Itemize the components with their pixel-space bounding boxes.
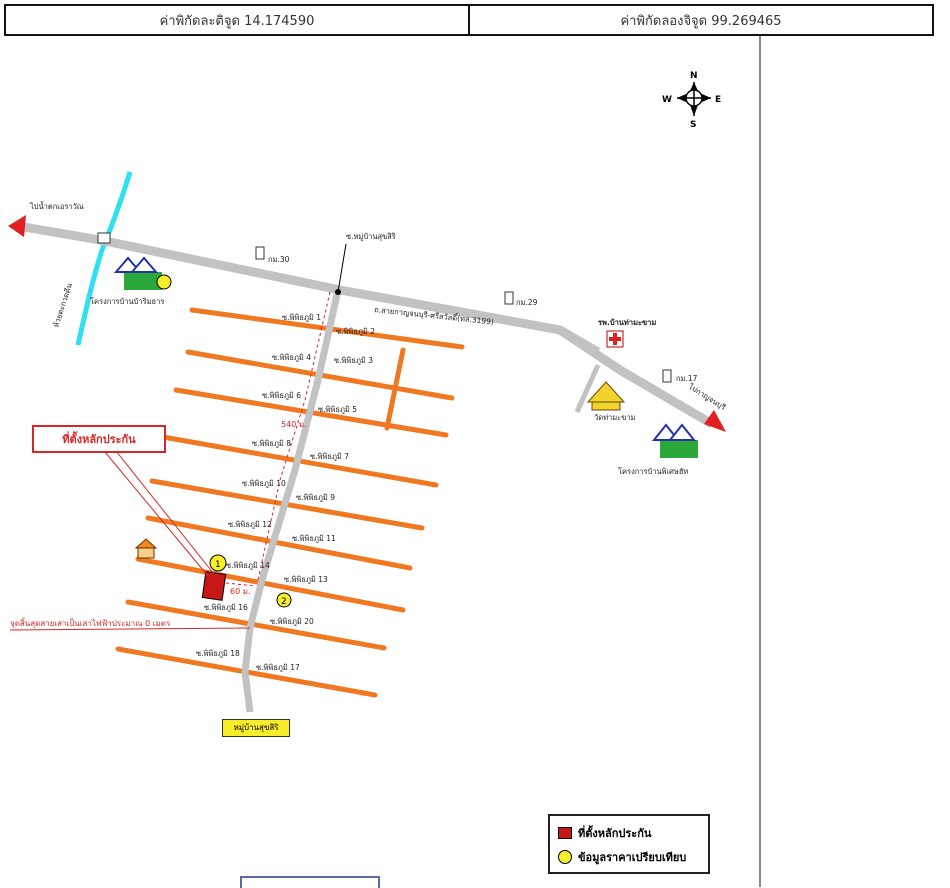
hospital-cross-icon [606,330,624,348]
svg-text:1: 1 [215,560,221,570]
svg-text:2: 2 [281,597,287,607]
compass-rose-icon: N S W E [662,71,721,130]
village-sign: หมู่บ้านสุขสิริ [222,719,290,737]
west-arrow-icon [8,215,26,237]
coordinates-header: ค่าพิกัดละติจูด 14.174590 ค่าพิกัดลองจิจ… [4,4,934,36]
pole-note: จุดสิ้นสุดสายเสาเป็นเสาไฟฟ้าประมาณ 0 เมต… [10,617,171,628]
village-main-road [241,289,342,713]
temple-icon [586,381,626,411]
compass-s: S [690,120,696,130]
left-school-label: โครงการบ้านบ้าริมธาร [90,297,164,306]
legend-row-property: ที่ตั้งหลักประกัน [558,824,700,842]
distance-main: 540 ม. [281,420,307,429]
legend: ที่ตั้งหลักประกัน ข้อมูลราคาเปรียบเทียบ [548,814,710,874]
km17-label: กม.17 [676,374,698,383]
bottom-frame [240,876,380,888]
legend-comparable-label: ข้อมูลราคาเปรียบเทียบ [578,851,687,864]
soi-label-2: ซ.พิพิธภูมิ 2 [336,327,375,336]
east-arrow-icon [704,410,726,432]
distance-side: 60 ม. [230,587,251,596]
soi-label-16: ซ.พิพิธภูมิ 16 [204,603,248,612]
soi-label-5: ซ.พิพิธภูมิ 5 [318,405,357,414]
compass-e: E [715,95,721,105]
compass-n: N [690,71,698,81]
river-name: ห้วยตะกวดดีน [51,282,74,329]
km-post-icon [504,291,514,305]
temple-label: วัดท่ามะขาม [594,413,636,422]
soi-label-4: ซ.พิพิธภูมิ 4 [272,353,311,362]
page-divider [759,36,761,887]
soi-label-6: ซ.พิพิธภูมิ 6 [262,391,301,400]
soi-label-11: ซ.พิพิธภูมิ 11 [292,534,336,543]
compass-w: W [662,95,672,105]
comparable-swatch-icon [558,850,572,864]
river [75,171,133,346]
km-post-icon [662,369,672,383]
soi-label-18: ซ.พิพิธภูมิ 18 [196,649,240,658]
soi-roads [115,307,465,698]
soi-label-8: ซ.พิพิธภูมิ 8 [252,439,291,448]
km29-label: กม.29 [516,298,538,307]
house-icon [134,538,158,559]
property-swatch-icon [558,827,572,839]
left-school-icon [113,256,172,290]
soi-label-20: ซ.พิพิธภูมิ 20 [270,617,314,626]
km30-label: กม.30 [268,255,290,264]
village-junction-label: ซ.หมู่บ้านสุขสิริ [346,232,396,241]
clinic-label: รพ.บ้านท่ามะขาม [598,318,656,327]
km-post-icon [255,246,265,260]
property-callout: ที่ตั้งหลักประกัน [32,425,166,453]
soi-label-7: ซ.พิพิธภูมิ 7 [310,452,349,461]
legend-row-comparable: ข้อมูลราคาเปรียบเทียบ [558,848,700,866]
soi-label-3: ซ.พิพิธภูมิ 3 [334,356,373,365]
comparable-marker-1: 1 [209,554,227,572]
property-marker [201,571,227,601]
comparable-marker-2: 2 [276,592,292,608]
soi-label-1: ซ.พิพิธภูมิ 1 [282,313,321,322]
soi-label-12: ซ.พิพิธภูมิ 12 [228,520,272,529]
right-school-icon [651,423,698,458]
soi-label-9: ซ.พิพิธภูมิ 9 [296,493,335,502]
highway [8,215,726,432]
latitude-label: ค่าพิกัดละติจูด 14.174590 [159,13,315,29]
soi-label-17: ซ.พิพิธภูมิ 17 [256,663,300,672]
soi-label-14: ซ.พิพิธภูมิ 14 [226,561,270,570]
soi-label-10: ซ.พิพิธภูมิ 10 [242,479,286,488]
bridge-icon [97,232,111,244]
longitude-label: ค่าพิกัดลองจิจูด 99.269465 [468,6,932,34]
west-destination: ไปน้ำตกเอราวัณ [29,201,84,211]
soi-label-13: ซ.พิพิธภูมิ 13 [284,575,328,584]
right-school-label: โครงการบ้านพิเศษฮัท [618,467,688,476]
legend-property-label: ที่ตั้งหลักประกัน [578,827,652,840]
